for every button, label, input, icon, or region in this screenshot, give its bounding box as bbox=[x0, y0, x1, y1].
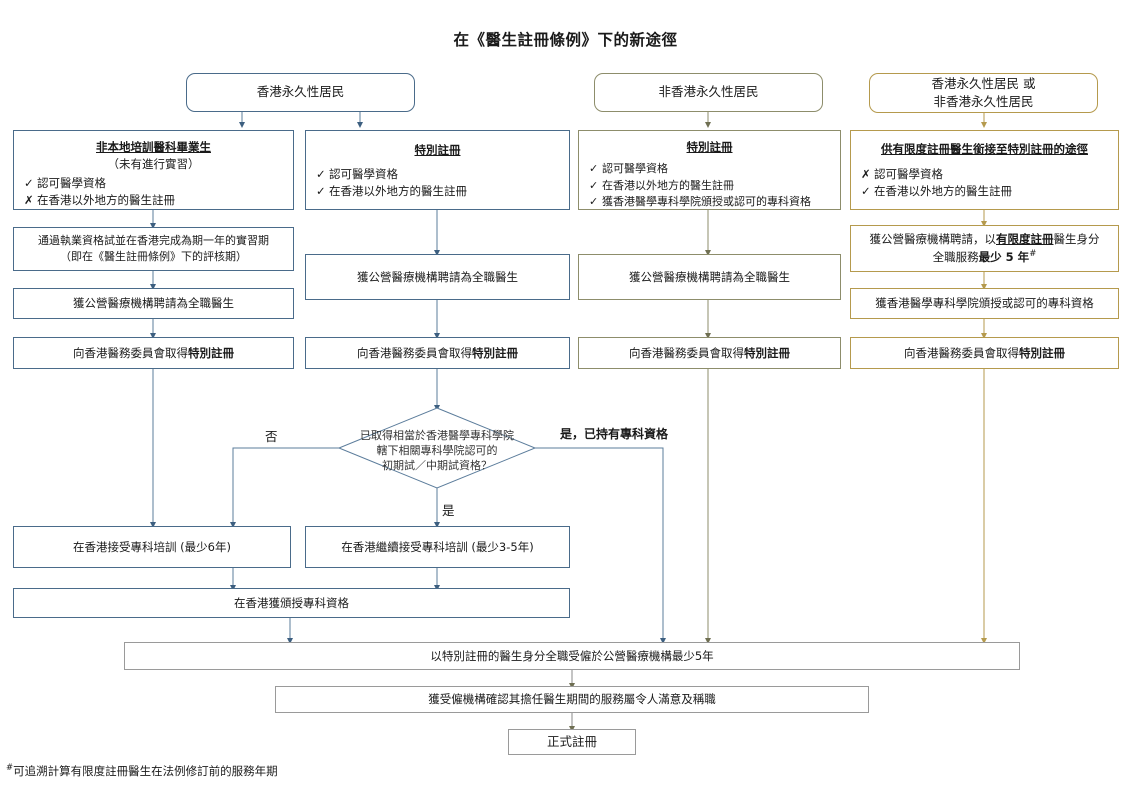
decision-line2: 轄下相關專科學院認可的 bbox=[376, 443, 498, 457]
check-icon: ✓ bbox=[589, 178, 599, 192]
header-label: 非香港永久性居民 bbox=[658, 84, 759, 100]
check-icon: ✓ bbox=[316, 167, 326, 181]
col4-step-specialist-qualification: 獲香港醫學專科學院頒授或認可的專科資格 bbox=[850, 288, 1119, 319]
check-icon: ✓ bbox=[589, 162, 599, 175]
header-label: 香港永久性居民 bbox=[256, 84, 345, 100]
training-merged-box: 在香港獲頒授專科資格 bbox=[13, 588, 570, 618]
bottom-final-label: 正式註冊 bbox=[546, 733, 597, 749]
footnote-text: 可追溯計算有限度註冊醫生在法例修訂前的服務年期 bbox=[13, 764, 278, 778]
training-merged-label: 在香港獲頒授專科資格 bbox=[234, 595, 349, 610]
bottom-confirm-box: 獲受僱機構確認其擔任醫生期間的服務屬令人滿意及稱職 bbox=[275, 686, 869, 713]
decision-line3: 初期試／中期試資格？ bbox=[382, 458, 492, 472]
col4-step-line1: 獲公營醫療機構聘請，以有限度註冊醫生身分 bbox=[869, 232, 1100, 247]
col1-step-line2: （即在《醫生註冊條例》下的評核期） bbox=[60, 250, 247, 263]
check-icon: ✓ bbox=[589, 195, 599, 208]
header-label-line1: 香港永久性居民 或 bbox=[931, 75, 1036, 91]
col2-criteria-box: 特別註冊 ✓認可醫學資格 ✓在香港以外地方的醫生註冊 bbox=[305, 130, 570, 210]
col3-criteria-item-2: ✓獲香港醫學專科學院頒授或認可的專科資格 bbox=[579, 194, 840, 211]
col3-step-special-registration: 向香港醫務委員會取得特別註冊 bbox=[578, 337, 841, 369]
col3-step-employed-fulltime: 獲公營醫療機構聘請為全職醫生 bbox=[578, 254, 841, 300]
col3-criteria-title: 特別註冊 bbox=[686, 140, 733, 154]
header-hk-or-non-hk-permanent-resident: 香港永久性居民 或 非香港永久性居民 bbox=[869, 73, 1098, 113]
col1-criteria-subtitle: （未有進行實習） bbox=[107, 157, 200, 171]
training-right-label: 在香港繼續接受專科培訓 (最少3-5年) bbox=[341, 539, 534, 554]
header-non-hk-permanent-resident: 非香港永久性居民 bbox=[594, 73, 823, 112]
training-left-label: 在香港接受專科培訓 (最少6年) bbox=[73, 539, 231, 554]
col1-criteria-item-0: ✓認可醫學資格 bbox=[14, 175, 293, 192]
col1-step-prefix: 向香港醫務委員會取得 bbox=[73, 345, 188, 360]
col2-step-prefix: 向香港醫務委員會取得 bbox=[357, 345, 472, 360]
page-title: 在《醫生註冊條例》下的新途徑 bbox=[453, 31, 678, 49]
training-box-right: 在香港繼續接受專科培訓 (最少3-5年) bbox=[305, 526, 570, 568]
decision-branch-no-label: 否 bbox=[265, 429, 278, 444]
col1-criteria-title: 非本地培訓醫科畢業生 bbox=[96, 140, 211, 154]
footnote-marker-ref: # bbox=[1029, 249, 1037, 260]
col3-step-prefix: 向香港醫務委員會取得 bbox=[629, 345, 744, 360]
col3-step-bold: 特別註冊 bbox=[744, 345, 790, 360]
check-icon: ✓ bbox=[316, 184, 326, 199]
col1-step-special-registration: 向香港醫務委員會取得特別註冊 bbox=[13, 337, 294, 369]
col4-criteria-title: 供有限度註冊醫生銜接至特別註冊的途徑 bbox=[881, 142, 1088, 156]
decision-branch-yes-specialist-label: 是，已持有專科資格 bbox=[560, 427, 669, 441]
header-label-line2: 非香港永久性居民 bbox=[933, 94, 1034, 109]
decision-line1: 已取得相當於香港醫學專科學院 bbox=[360, 429, 514, 442]
col1-step-exam-internship: 通過執業資格試並在香港完成為期一年的實習期 （即在《醫生註冊條例》下的評核期） bbox=[13, 227, 294, 271]
col2-criteria-title: 特別註冊 bbox=[414, 143, 461, 157]
col2-step-bold: 特別註冊 bbox=[472, 345, 518, 360]
header-hk-permanent-resident: 香港永久性居民 bbox=[186, 73, 415, 112]
bottom-confirm-label: 獲受僱機構確認其擔任醫生期間的服務屬令人滿意及稱職 bbox=[428, 692, 716, 707]
col1-step-employed-fulltime: 獲公營醫療機構聘請為全職醫生 bbox=[13, 288, 294, 319]
col3-criteria-box: 特別註冊 ✓認可醫學資格 ✓在香港以外地方的醫生註冊 ✓獲香港醫學專科學院頒授或… bbox=[578, 130, 841, 210]
check-icon: ✓ bbox=[24, 176, 34, 190]
check-icon: ✓ bbox=[861, 184, 871, 199]
col4-criteria-item-1: ✓在香港以外地方的醫生註冊 bbox=[851, 183, 1118, 200]
col1-criteria-box: 非本地培訓醫科畢業生 （未有進行實習） ✓認可醫學資格 ✗在香港以外地方的醫生註… bbox=[13, 130, 294, 210]
col4-step-limited-registration-service: 獲公營醫療機構聘請，以有限度註冊醫生身分 全職服務最少 5 年# bbox=[850, 225, 1119, 272]
bottom-service-label: 以特別註冊的醫生身分全職受僱於公營醫療機構最少5年 bbox=[430, 648, 714, 663]
col3-criteria-item-1: ✓在香港以外地方的醫生註冊 bbox=[579, 178, 840, 195]
col4-step-label: 獲香港醫學專科學院頒授或認可的專科資格 bbox=[875, 296, 1094, 311]
col4-criteria-box: 供有限度註冊醫生銜接至特別註冊的途徑 ✗認可醫學資格 ✓在香港以外地方的醫生註冊 bbox=[850, 130, 1119, 210]
col2-step-label: 獲公營醫療機構聘請為全職醫生 bbox=[357, 269, 518, 284]
footnote-marker: # bbox=[6, 763, 14, 774]
col2-criteria-item-0: ✓認可醫學資格 bbox=[306, 166, 569, 183]
bottom-service-box: 以特別註冊的醫生身分全職受僱於公營醫療機構最少5年 bbox=[124, 642, 1020, 670]
cross-icon: ✗ bbox=[24, 193, 34, 208]
col4-step-line2: 全職服務最少 5 年# bbox=[932, 249, 1037, 264]
col1-criteria-item-1: ✗在香港以外地方的醫生註冊 bbox=[14, 192, 293, 209]
col3-step-label: 獲公營醫療機構聘請為全職醫生 bbox=[629, 269, 790, 284]
col4-criteria-item-0: ✗認可醫學資格 bbox=[851, 166, 1118, 183]
decision-question: 已取得相當於香港醫學專科學院 轄下相關專科學院認可的 初期試／中期試資格？ bbox=[337, 429, 537, 474]
col4-step-prefix: 向香港醫務委員會取得 bbox=[904, 345, 1019, 360]
col1-step-bold: 特別註冊 bbox=[188, 345, 234, 360]
col4-step-bold: 特別註冊 bbox=[1019, 345, 1065, 360]
col2-step-special-registration: 向香港醫務委員會取得特別註冊 bbox=[305, 337, 570, 369]
decision-branch-yes-label: 是 bbox=[442, 503, 455, 518]
col2-step-employed-fulltime: 獲公營醫療機構聘請為全職醫生 bbox=[305, 254, 570, 300]
training-box-left: 在香港接受專科培訓 (最少6年) bbox=[13, 526, 291, 568]
footnote: #可追溯計算有限度註冊醫生在法例修訂前的服務年期 bbox=[6, 763, 278, 779]
bottom-final-registration-box: 正式註冊 bbox=[508, 729, 636, 755]
col1-step-label: 獲公營醫療機構聘請為全職醫生 bbox=[73, 296, 234, 311]
col4-step-special-registration: 向香港醫務委員會取得特別註冊 bbox=[850, 337, 1119, 369]
col3-criteria-item-0: ✓認可醫學資格 bbox=[579, 161, 840, 178]
col2-criteria-item-1: ✓在香港以外地方的醫生註冊 bbox=[306, 183, 569, 200]
cross-icon: ✗ bbox=[861, 167, 871, 181]
col1-step-line1: 通過執業資格試並在香港完成為期一年的實習期 bbox=[38, 234, 269, 248]
